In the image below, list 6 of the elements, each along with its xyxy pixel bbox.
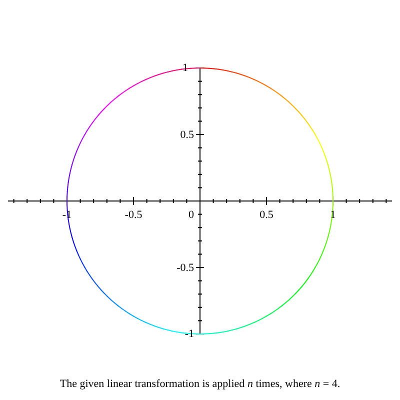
tick-label: -0.5 bbox=[124, 209, 142, 221]
caption: The given linear transformation is applied n times, where n = 4. bbox=[58, 378, 342, 390]
tick-label: 0.5 bbox=[260, 209, 274, 221]
tick-label: 0 bbox=[188, 209, 194, 221]
tick-label: 0.5 bbox=[180, 128, 194, 140]
tick-label: -0.5 bbox=[176, 262, 194, 274]
